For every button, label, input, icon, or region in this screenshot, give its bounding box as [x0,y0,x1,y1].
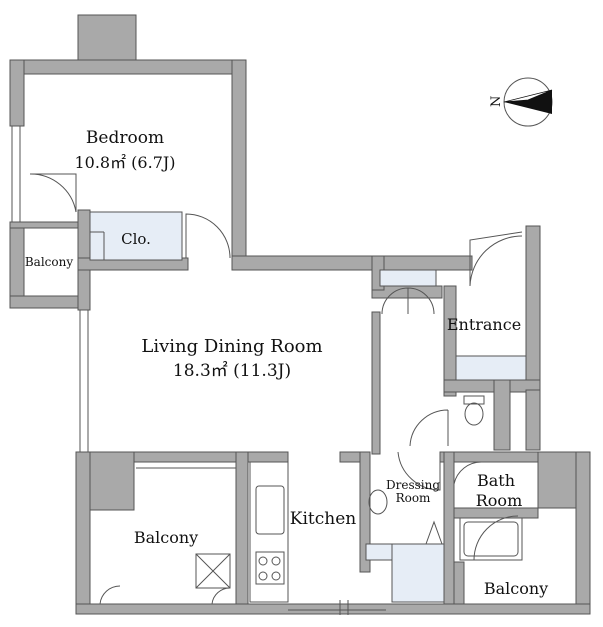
wall-living-top [231,255,383,271]
kitchen-label: Kitchen [290,509,356,529]
fixtures [89,211,527,603]
wall-bottom [75,603,591,615]
dressing-label-line2: Room [396,491,431,505]
closet-label: Clo. [121,230,151,248]
stove-icon [255,551,285,585]
kitchen-counter [249,461,289,603]
wall-corridor-left [371,311,381,455]
bathtub-icon [459,517,523,561]
door-bath [453,461,483,485]
bedroom-label: Bedroom [86,128,164,148]
door-toilet [409,409,449,447]
storage-entry [379,269,437,287]
kitchen-sink-icon [255,485,285,535]
wall-dressing-left [359,451,371,573]
closet-box [89,211,183,261]
balcony-left-label: Balcony [134,528,198,547]
compass-north-label: N [489,96,504,107]
living-area: 18.3㎡ (11.3J) [173,361,291,381]
living-label: Living Dining Room [141,336,322,357]
wall-bedroom-left-upper [9,59,25,127]
dressing-label-line1: Dressing [386,478,440,492]
wall-kitchen-left [235,451,249,613]
wall-balcony-left-side [75,451,91,613]
washer-space [391,543,445,603]
walls [9,14,591,615]
bedroom-area: 10.8㎡ (6.7J) [74,153,175,172]
door-bedroom-balcony [29,173,77,213]
wall-dressing-bath [443,451,455,613]
wall-bedroom-top [9,59,247,75]
wall-balcony-small-left [9,225,25,307]
dressing-triangle [425,520,443,545]
balcony-right-label: Balcony [484,579,548,598]
shoe-storage [455,355,527,381]
room-labels: Bedroom 10.8㎡ (6.7J) Clo. Balcony Living… [25,128,548,598]
washbasin-icon [368,489,388,515]
dressing-counter [365,543,393,561]
wall-balcony-small-bottom [9,295,87,309]
entrance-label: Entrance [447,315,521,334]
door-bath-tub [473,515,519,561]
door-balcony-left-b [211,587,231,605]
wall-entrance-top [371,255,473,271]
door-entrance [469,231,523,287]
wall-right-mid [525,389,541,451]
wall-right-lower [575,451,591,613]
wall-toilet-right [493,379,511,451]
wall-balcony-small-top [9,221,81,229]
balcony-small-label: Balcony [25,255,73,269]
wall-right-upper [525,225,541,397]
wall-bedroom-right [231,59,247,269]
bath-label-line2: Room [476,491,522,510]
doors [29,173,523,605]
window-lines [11,126,386,615]
drain-icon [195,553,231,589]
compass-north-arrow-icon: N [489,77,553,127]
door-balcony-left-a [99,585,121,605]
bath-label-line1: Bath [477,471,515,490]
wall-protrusion [77,14,137,66]
door-bedroom [185,213,231,259]
door-storage-double [381,287,435,315]
wall-entrance-left [443,285,457,397]
toilet-icon [464,402,484,426]
door-dressing [397,451,441,491]
